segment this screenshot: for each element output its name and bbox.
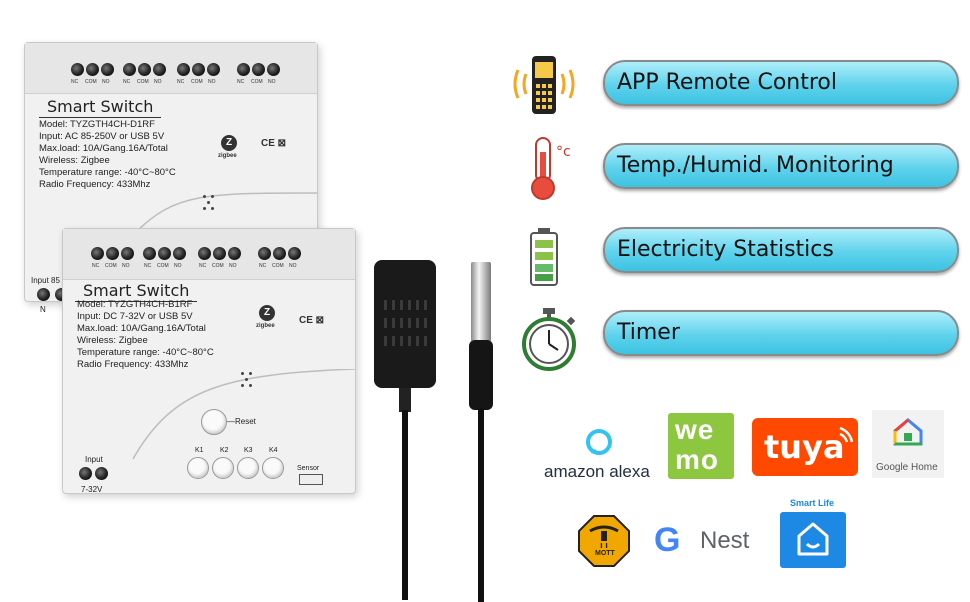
zigbee-label: zigbee xyxy=(256,323,275,329)
sensor-port xyxy=(299,474,323,485)
temp-range-text: Temperature range: -40°C~80°C xyxy=(77,347,214,358)
google-home-logo: Google Home xyxy=(872,410,944,478)
wireless-text: Wireless: Zigbee xyxy=(77,335,148,346)
maxload-text: Max.load: 10A/Gang.16A/Total xyxy=(39,143,168,154)
input-text: Input: AC 85-250V or USB 5V xyxy=(39,131,165,142)
ce-mark: CE ⊠ xyxy=(261,138,287,149)
feature-electricity-statistics: Electricity Statistics xyxy=(603,227,959,273)
humidity-sensor xyxy=(374,260,436,600)
svg-text:°c: °c xyxy=(556,144,571,160)
input-text: Input: DC 7-32V or USB 5V xyxy=(77,311,193,322)
home-icon xyxy=(797,522,829,556)
radio-text: Radio Frequency: 433Mhz xyxy=(39,179,151,190)
k2-label: K2 xyxy=(220,447,229,454)
casing-curve xyxy=(134,192,317,234)
tuya-logo: tuya xyxy=(752,418,858,476)
wifi-icon xyxy=(839,426,854,443)
alexa-icon xyxy=(586,429,612,455)
module-title: Smart Switch xyxy=(47,97,154,116)
stopwatch-icon xyxy=(522,308,576,371)
svg-text:I I: I I xyxy=(600,542,608,550)
smart-life-label: Smart Life xyxy=(790,498,835,508)
battery-icon xyxy=(530,228,558,286)
ce-mark: CE ⊠ xyxy=(299,315,325,326)
model-text: Model: TYZGTH4CH-D1RF xyxy=(39,119,155,130)
k3-button[interactable] xyxy=(237,457,259,479)
input-terminal xyxy=(95,467,108,480)
feature-label: Temp./Humid. Monitoring xyxy=(617,153,894,178)
reset-button[interactable] xyxy=(201,409,227,435)
k1-button[interactable] xyxy=(187,457,209,479)
alexa-logo-text: amazon alexa xyxy=(544,462,650,481)
module-title: Smart Switch xyxy=(83,281,190,300)
thermometer-icon: °c xyxy=(531,137,571,200)
feature-label: APP Remote Control xyxy=(617,70,837,95)
radio-text: Radio Frequency: 433Mhz xyxy=(77,359,189,370)
k2-button[interactable] xyxy=(212,457,234,479)
terminal-row: NC COM NO NC COM NO NC COM NO NC COM NO xyxy=(63,229,355,279)
k3-label: K3 xyxy=(244,447,253,454)
google-home-icon xyxy=(893,418,923,446)
sensor-label: Sensor xyxy=(297,465,320,472)
nest-logo-text: Nest xyxy=(700,527,750,554)
feature-temp-humid-monitoring: Temp./Humid. Monitoring xyxy=(603,143,959,189)
k1-label: K1 xyxy=(195,447,204,454)
k4-button[interactable] xyxy=(262,457,284,479)
feature-timer: Timer xyxy=(603,310,959,356)
phone-icon xyxy=(513,56,575,114)
feature-label: Electricity Statistics xyxy=(617,237,834,262)
feature-app-remote-control: APP Remote Control xyxy=(603,60,959,106)
k4-label: K4 xyxy=(269,447,278,454)
relay-module-front: NC COM NO NC COM NO NC COM NO NC COM NO … xyxy=(62,228,356,494)
zigbee-icon: Z xyxy=(259,305,275,321)
mott-logo: I I xyxy=(578,515,630,567)
feature-label: Timer xyxy=(617,320,680,345)
reset-label: —Reset xyxy=(227,417,256,426)
input-label: Input 85 xyxy=(31,276,60,285)
voltage-label: 7-32V xyxy=(81,485,103,494)
google-g-icon: G xyxy=(654,521,681,559)
wireless-text: Wireless: Zigbee xyxy=(39,155,110,166)
casing-curve xyxy=(132,369,355,460)
maxload-text: Max.load: 10A/Gang.16A/Total xyxy=(77,323,206,334)
n-label: N xyxy=(40,305,46,314)
input-label: Input xyxy=(85,455,103,464)
model-text: Model: TYZGTH4CH-B1RF xyxy=(77,299,193,310)
smart-life-logo xyxy=(780,512,846,568)
zigbee-icon: Z xyxy=(221,135,237,151)
input-terminal xyxy=(79,467,92,480)
wemo-logo: we mo xyxy=(668,413,734,479)
zigbee-label: zigbee xyxy=(218,153,237,159)
temp-range-text: Temperature range: -40°C~80°C xyxy=(39,167,176,178)
mott-label: MOTT xyxy=(595,550,615,557)
terminal-row: NC COM NO NC COM NO NC COM NO NC COM NO xyxy=(25,43,317,93)
temperature-probe xyxy=(469,262,493,602)
